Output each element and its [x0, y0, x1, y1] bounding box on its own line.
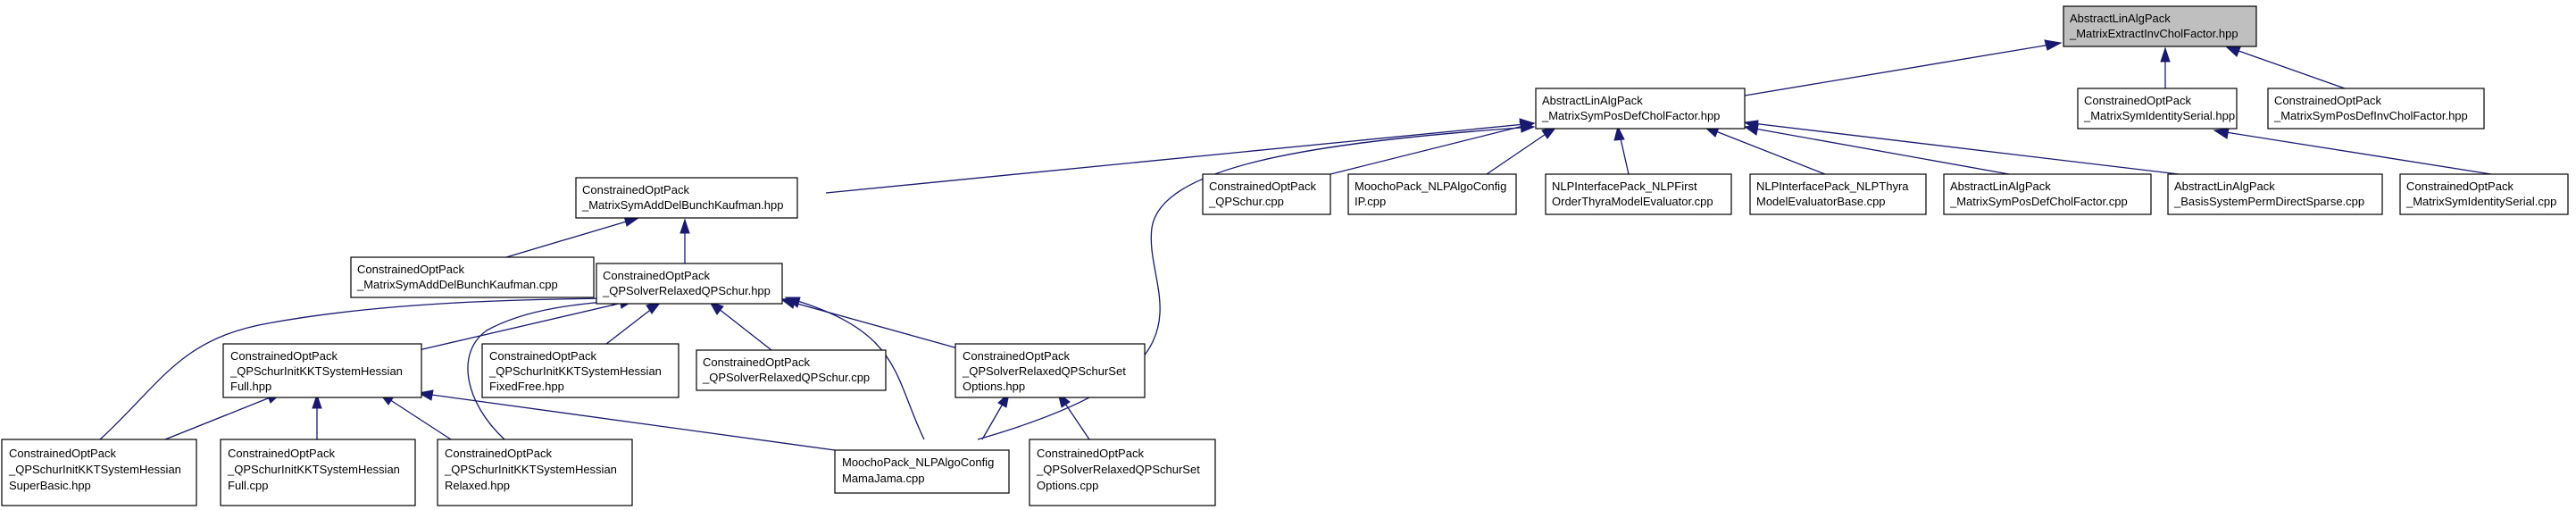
graph-edges — [99, 39, 2492, 451]
node-qp-solver-relaxed-qpschur-cpp[interactable]: ConstrainedOptPack _QPSolverRelaxedQPSch… — [696, 349, 887, 391]
edge-bunchcpp-to-bunch — [505, 215, 640, 258]
edge-nlpalgoip-to-symposdef — [1486, 126, 1558, 175]
node-qp-solver-relaxed-qpschur-set-options-cpp[interactable]: ConstrainedOptPack _QPSolverRelaxedQPSch… — [1029, 439, 1216, 506]
svg-text:_QPSchurInitKKTSystemHessian: _QPSchurInitKKTSystemHessian — [444, 463, 617, 476]
svg-text:_QPSchurInitKKTSystemHessian: _QPSchurInitKKTSystemHessian — [8, 463, 181, 476]
edge-initrelaxed-to-initfull — [378, 392, 452, 440]
svg-text:_QPSchurInitKKTSystemHessian: _QPSchurInitKKTSystemHessian — [229, 364, 403, 378]
edge-initfullcpp-to-initfull — [312, 393, 322, 439]
node-matrix-sym-identity-serial-hpp[interactable]: ConstrainedOptPack _MatrixSymIdentitySer… — [2077, 88, 2238, 130]
node-nlp-algo-config-mama-jama-cpp[interactable]: MoochoPack_NLPAlgoConfig MamaJama.cpp — [834, 449, 1010, 494]
node-matrix-sym-pos-def-chol-factor-hpp[interactable]: AbstractLinAlgPack _MatrixSymPosDefCholF… — [1535, 88, 1746, 130]
svg-text:ConstrainedOptPack: ConstrainedOptPack — [2084, 94, 2191, 107]
svg-text:ConstrainedOptPack: ConstrainedOptPack — [582, 183, 689, 196]
svg-text:AbstractLinAlgPack: AbstractLinAlgPack — [2070, 12, 2171, 25]
node-nlp-first-order-thyra-model-evaluator-cpp[interactable]: NLPInterfacePack_NLPFirst OrderThyraMode… — [1545, 173, 1732, 215]
svg-text:ConstrainedOptPack: ConstrainedOptPack — [445, 447, 552, 460]
svg-text:OrderThyraModelEvaluator.cpp: OrderThyraModelEvaluator.cpp — [1552, 195, 1713, 208]
node-nlp-thyra-model-evaluator-base-cpp[interactable]: NLPInterfacePack_NLPThyra ModelEvaluator… — [1749, 173, 1927, 215]
svg-text:Options.cpp: Options.cpp — [1037, 479, 1098, 492]
edge-initfull-to-relaxed — [418, 297, 636, 351]
edge-relaxedcpp-to-relaxed — [708, 301, 772, 351]
svg-text:_QPSchurInitKKTSystemHessian: _QPSchurInitKKTSystemHessian — [227, 463, 400, 476]
node-matrix-sym-pos-def-inv-chol-factor-hpp[interactable]: ConstrainedOptPack _MatrixSymPosDefInvCh… — [2267, 88, 2485, 130]
edge-symidentcpp-to-symident — [2213, 128, 2492, 175]
svg-text:_MatrixSymPosDefCholFactor.hpp: _MatrixSymPosDefCholFactor.hpp — [1541, 109, 1720, 122]
svg-text:ConstrainedOptPack: ConstrainedOptPack — [489, 349, 596, 363]
node-qpschur-init-kkt-system-hessian-fixed-free-hpp[interactable]: ConstrainedOptPack _QPSchurInitKKTSystem… — [481, 343, 679, 398]
svg-text:ModelEvaluatorBase.cpp: ModelEvaluatorBase.cpp — [1756, 195, 1886, 208]
svg-text:_QPSolverRelaxedQPSchur.cpp: _QPSolverRelaxedQPSchur.cpp — [702, 371, 870, 384]
svg-text:IP.cpp: IP.cpp — [1355, 195, 1386, 208]
graph-nodes: AbstractLinAlgPack _MatrixExtractInvChol… — [1, 5, 2569, 506]
svg-text:ConstrainedOptPack: ConstrainedOptPack — [2274, 94, 2381, 107]
edge-fixedfree-to-relaxed — [597, 301, 663, 351]
node-qpschur-cpp[interactable]: ConstrainedOptPack _QPSchur.cpp — [1202, 173, 1331, 215]
svg-text:NLPInterfacePack_NLPFirst: NLPInterfacePack_NLPFirst — [1552, 180, 1697, 193]
node-matrix-sym-add-del-bunch-kaufman-hpp[interactable]: ConstrainedOptPack _MatrixSymAddDelBunch… — [575, 177, 798, 219]
node-basis-system-perm-direct-sparse-cpp[interactable]: AbstractLinAlgPack _BasisSystemPermDirec… — [2167, 173, 2383, 215]
svg-text:Full.hpp: Full.hpp — [230, 380, 271, 393]
node-nlp-algo-config-ip-cpp[interactable]: MoochoPack_NLPAlgoConfig IP.cpp — [1347, 173, 1517, 215]
node-qpschur-init-kkt-system-hessian-relaxed-hpp[interactable]: ConstrainedOptPack _QPSchurInitKKTSystem… — [437, 439, 633, 506]
svg-text:MoochoPack_NLPAlgoConfig: MoochoPack_NLPAlgoConfig — [842, 456, 994, 469]
svg-text:NLPInterfacePack_NLPThyra: NLPInterfacePack_NLPThyra — [1756, 180, 1909, 193]
node-qp-solver-relaxed-qpschur-hpp[interactable]: ConstrainedOptPack _QPSolverRelaxedQPSch… — [596, 263, 783, 305]
svg-text:ConstrainedOptPack: ConstrainedOptPack — [1037, 447, 1144, 460]
edge-symident-to-root — [2160, 46, 2171, 88]
edge-mamajama-to-setopt — [981, 391, 1010, 440]
edge-superbasic-to-initfull — [164, 392, 283, 440]
svg-text:ConstrainedOptPack: ConstrainedOptPack — [9, 447, 116, 460]
svg-text:_BasisSystemPermDirectSparse.c: _BasisSystemPermDirectSparse.cpp — [2173, 195, 2364, 208]
edge-nlpthyra-to-symposdef — [1703, 126, 1826, 175]
svg-text:ConstrainedOptPack: ConstrainedOptPack — [357, 263, 464, 276]
node-matrix-sym-add-del-bunch-kaufman-cpp[interactable]: ConstrainedOptPack _MatrixSymAddDelBunch… — [350, 256, 595, 298]
svg-text:_MatrixSymPosDefInvCholFactor.: _MatrixSymPosDefInvCholFactor.hpp — [2273, 109, 2468, 122]
edge-setopt-to-relaxed — [779, 297, 965, 351]
svg-text:_MatrixSymPosDefCholFactor.cpp: _MatrixSymPosDefCholFactor.cpp — [1949, 195, 2128, 208]
svg-text:_QPSolverRelaxedQPSchur.hpp: _QPSolverRelaxedQPSchur.hpp — [602, 284, 771, 297]
edge-basisperm-to-symposdef — [1743, 120, 2180, 175]
node-qp-solver-relaxed-qpschur-set-options-hpp[interactable]: ConstrainedOptPack _QPSolverRelaxedQPSch… — [955, 343, 1146, 398]
svg-text:ConstrainedOptPack: ConstrainedOptPack — [228, 447, 335, 460]
node-root-matrix-extract-inv-chol-factor[interactable]: AbstractLinAlgPack _MatrixExtractInvChol… — [2063, 5, 2257, 47]
svg-text:Relaxed.hpp: Relaxed.hpp — [445, 479, 510, 492]
svg-text:Options.hpp: Options.hpp — [963, 380, 1025, 393]
svg-text:ConstrainedOptPack: ConstrainedOptPack — [1209, 180, 1316, 193]
edge-symposdef-to-root — [1744, 39, 2063, 96]
svg-text:SuperBasic.hpp: SuperBasic.hpp — [9, 479, 91, 492]
svg-text:_MatrixSymIdentitySerial.cpp: _MatrixSymIdentitySerial.cpp — [2405, 195, 2556, 208]
svg-text:MamaJama.cpp: MamaJama.cpp — [842, 472, 924, 485]
svg-text:ConstrainedOptPack: ConstrainedOptPack — [2406, 180, 2513, 193]
node-qpschur-init-kkt-system-hessian-full-hpp[interactable]: ConstrainedOptPack _QPSchurInitKKTSystem… — [222, 343, 422, 398]
svg-text:ConstrainedOptPack: ConstrainedOptPack — [703, 355, 810, 369]
svg-text:_QPSolverRelaxedQPSchurSet: _QPSolverRelaxedQPSchurSet — [962, 364, 1126, 378]
svg-text:Full.cpp: Full.cpp — [228, 479, 269, 492]
edge-symposdefinv-to-root — [2224, 46, 2346, 89]
svg-text:ConstrainedOptPack: ConstrainedOptPack — [230, 349, 338, 363]
svg-text:AbstractLinAlgPack: AbstractLinAlgPack — [1542, 94, 1643, 107]
svg-text:FixedFree.hpp: FixedFree.hpp — [489, 380, 564, 393]
svg-text:_QPSchurInitKKTSystemHessian: _QPSchurInitKKTSystemHessian — [488, 364, 662, 378]
svg-text:AbstractLinAlgPack: AbstractLinAlgPack — [1950, 180, 2051, 193]
svg-text:_MatrixSymIdentitySerial.hpp: _MatrixSymIdentitySerial.hpp — [2083, 109, 2235, 122]
edge-mamajama-to-initfull — [417, 389, 836, 451]
svg-text:ConstrainedOptPack: ConstrainedOptPack — [603, 269, 710, 282]
svg-text:_QPSchur.cpp: _QPSchur.cpp — [1208, 195, 1284, 208]
node-matrix-sym-pos-def-chol-factor-cpp[interactable]: AbstractLinAlgPack _MatrixSymPosDefCholF… — [1943, 173, 2152, 215]
svg-text:_QPSolverRelaxedQPSchurSet: _QPSolverRelaxedQPSchurSet — [1036, 463, 1200, 476]
svg-text:_MatrixExtractInvCholFactor.hp: _MatrixExtractInvCholFactor.hpp — [2069, 27, 2238, 40]
node-matrix-sym-identity-serial-cpp[interactable]: ConstrainedOptPack _MatrixSymIdentitySer… — [2399, 173, 2569, 215]
node-qpschur-init-kkt-system-hessian-super-basic-hpp[interactable]: ConstrainedOptPack _QPSchurInitKKTSystem… — [1, 439, 197, 506]
svg-text:AbstractLinAlgPack: AbstractLinAlgPack — [2174, 180, 2275, 193]
svg-text:ConstrainedOptPack: ConstrainedOptPack — [963, 349, 1070, 363]
edge-nlpfirst-to-symposdef — [1613, 125, 1630, 175]
svg-text:_MatrixSymAddDelBunchKaufman.h: _MatrixSymAddDelBunchKaufman.hpp — [581, 198, 783, 212]
node-qpschur-init-kkt-system-hessian-full-cpp[interactable]: ConstrainedOptPack _QPSchurInitKKTSystem… — [220, 439, 416, 506]
svg-text:_MatrixSymAddDelBunchKaufman.c: _MatrixSymAddDelBunchKaufman.cpp — [356, 278, 558, 291]
svg-text:MoochoPack_NLPAlgoConfig: MoochoPack_NLPAlgoConfig — [1355, 180, 1506, 193]
edge-relaxed-to-bunch — [679, 218, 690, 263]
edge-mamajama-to-relaxed — [784, 297, 925, 440]
